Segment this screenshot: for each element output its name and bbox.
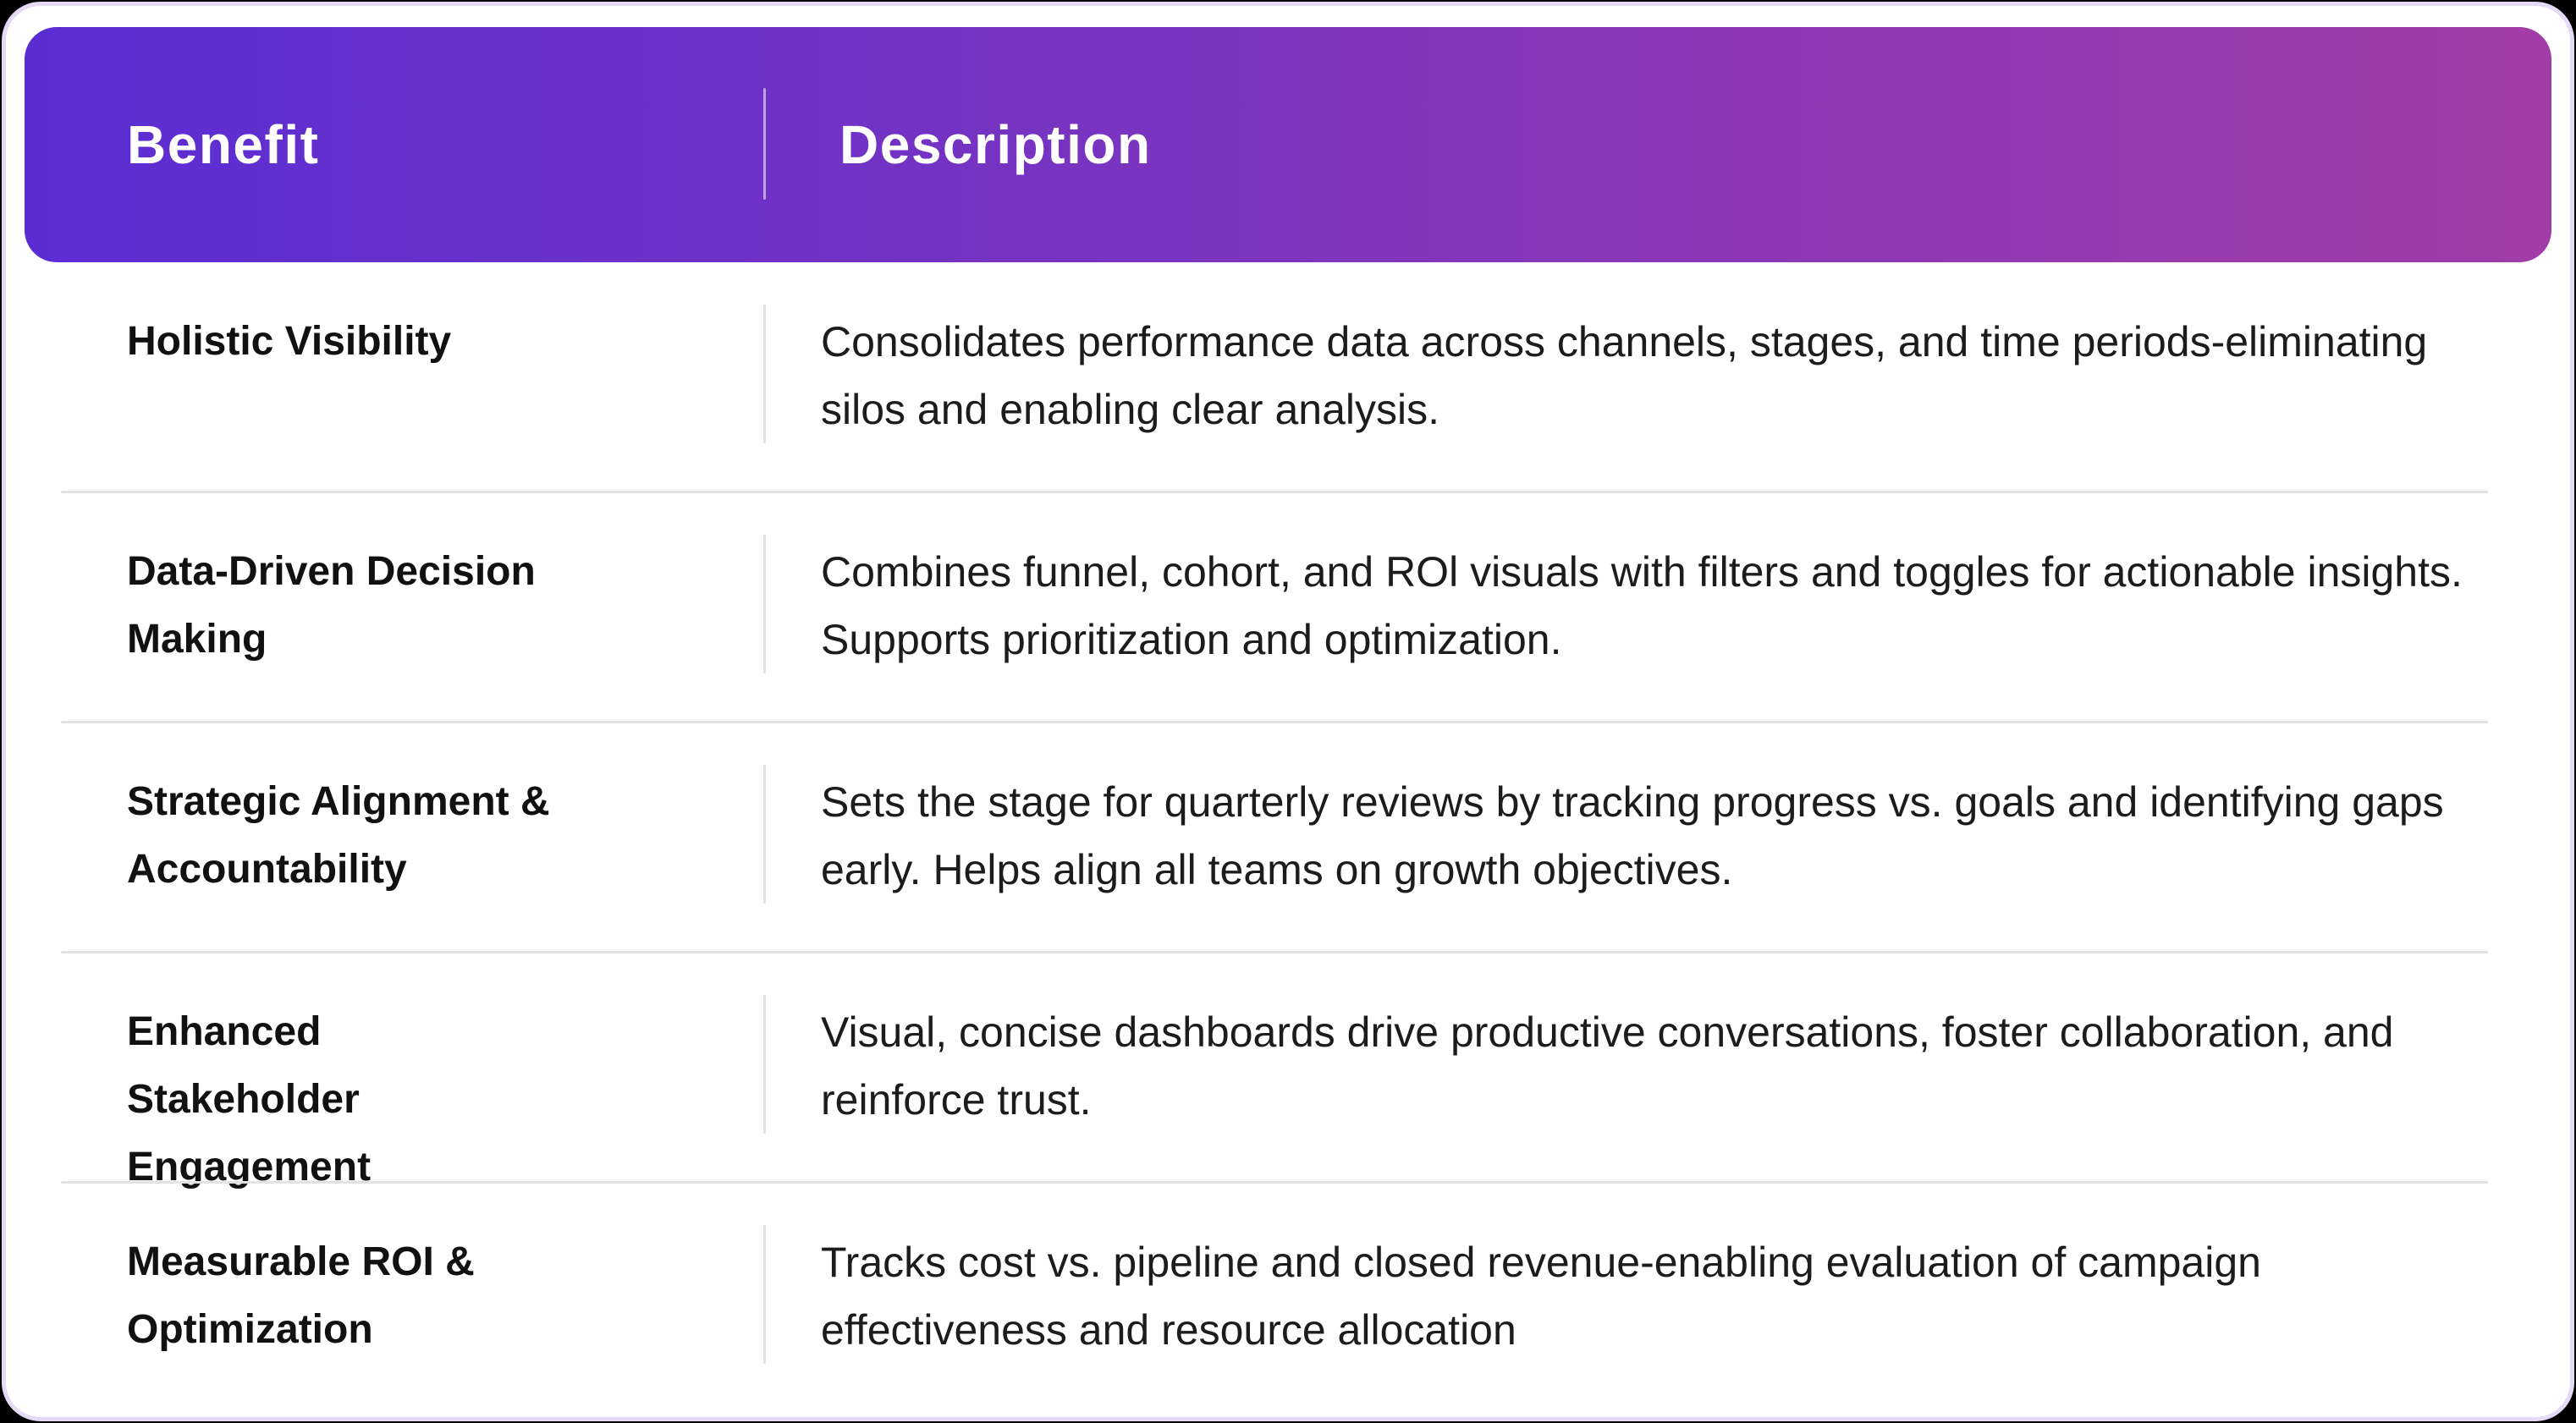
table-body: Holistic Visibility Consolidates perform…: [25, 262, 2551, 1413]
description-cell: Sets the stage for quarterly reviews by …: [763, 722, 2551, 953]
description-text: Tracks cost vs. pipeline and closed reve…: [821, 1239, 2261, 1354]
benefit-cell: Measurable ROI & Optimization: [127, 1239, 475, 1352]
header-column-divider: [763, 88, 766, 200]
table-row: Holistic Visibility Consolidates perform…: [25, 262, 2551, 492]
table-row: Measurable ROI & Optimization Tracks cos…: [25, 1181, 2551, 1413]
row-column-divider: [763, 1225, 766, 1364]
table-row: Strategic Alignment & Accountability Set…: [25, 721, 2551, 953]
row-column-divider: [763, 765, 766, 904]
description-text: Combines funnel, cohort, and ROl visuals…: [821, 548, 2463, 663]
benefit-cell: Data-Driven Decision Making: [127, 549, 536, 662]
description-cell: Combines funnel, cohort, and ROl visuals…: [763, 492, 2551, 722]
benefit-cell: Enhanced Stakeholder Engagement: [127, 1009, 372, 1189]
description-cell: Consolidates performance data across cha…: [763, 262, 2551, 492]
row-column-divider: [763, 305, 766, 443]
row-column-divider: [763, 535, 766, 673]
column-header-description: Description: [839, 114, 1152, 175]
benefit-cell: Holistic Visibility: [127, 319, 452, 364]
description-text: Sets the stage for quarterly reviews by …: [821, 778, 2444, 893]
description-cell: Tracks cost vs. pipeline and closed reve…: [763, 1183, 2551, 1413]
description-cell: Visual, concise dashboards drive product…: [763, 953, 2551, 1201]
row-column-divider: [763, 995, 766, 1134]
table-row: Data-Driven Decision Making Combines fun…: [25, 491, 2551, 722]
column-header-benefit: Benefit: [127, 114, 320, 175]
description-text: Consolidates performance data across cha…: [821, 318, 2428, 433]
description-text: Visual, concise dashboards drive product…: [821, 1008, 2394, 1124]
table-header: Benefit Description: [25, 27, 2551, 262]
benefit-cell: Strategic Alignment & Accountability: [127, 779, 550, 892]
table-row: Enhanced Stakeholder Engagement Visual, …: [25, 951, 2551, 1189]
